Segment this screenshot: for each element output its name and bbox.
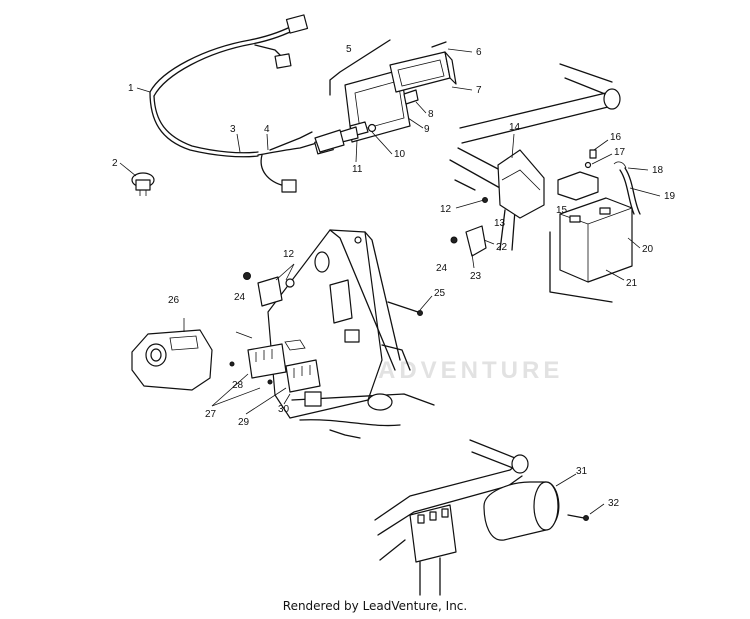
callout-25: 25 [434, 288, 446, 299]
callout-21: 21 [626, 278, 638, 289]
callout-16: 16 [610, 132, 622, 143]
callout-28: 28 [232, 380, 244, 391]
callout-19: 19 [664, 191, 676, 202]
mount-plate [235, 229, 435, 439]
callout-11: 11 [352, 164, 363, 175]
callout-30: 30 [278, 404, 290, 415]
callout-9: 9 [424, 124, 430, 135]
callout-labels: 1 2 3 4 5 6 7 8 9 10 11 12 12 13 14 15 1… [112, 44, 676, 515]
callout-12b: 12 [440, 204, 452, 215]
callout-17: 17 [614, 147, 626, 158]
callout-23: 23 [470, 271, 482, 282]
callout-1: 1 [128, 83, 134, 94]
callout-2: 2 [112, 158, 118, 169]
callout-4: 4 [264, 124, 270, 135]
callout-26: 26 [168, 295, 180, 306]
callout-31: 31 [576, 466, 588, 477]
callout-12a: 12 [283, 249, 295, 260]
callout-20: 20 [642, 244, 654, 255]
wiring-harness [149, 14, 334, 193]
callout-3: 3 [230, 124, 236, 135]
callout-13: 13 [494, 218, 506, 229]
callout-6: 6 [476, 47, 482, 58]
cdi-module [131, 318, 213, 391]
callout-29: 29 [238, 417, 250, 428]
footer-credit: Rendered by LeadVenture, Inc. [282, 599, 468, 613]
callout-5: 5 [346, 44, 352, 55]
callout-14: 14 [509, 122, 521, 133]
callout-10: 10 [394, 149, 406, 160]
battery-bracket-area [449, 63, 641, 303]
callout-18: 18 [652, 165, 664, 176]
watermark: ADVENTURE [378, 357, 563, 384]
callout-24a: 24 [234, 292, 246, 303]
starter-assembly [374, 439, 589, 596]
callout-24b: 24 [436, 263, 448, 274]
tail-light-assembly [314, 39, 457, 153]
callout-15: 15 [556, 205, 568, 216]
regulator-modules [229, 343, 321, 393]
callout-7: 7 [476, 85, 482, 96]
callout-27: 27 [205, 409, 217, 420]
ignition-switch [131, 172, 155, 196]
callout-22: 22 [496, 242, 508, 253]
callout-8: 8 [428, 109, 434, 120]
callout-32: 32 [608, 498, 620, 509]
